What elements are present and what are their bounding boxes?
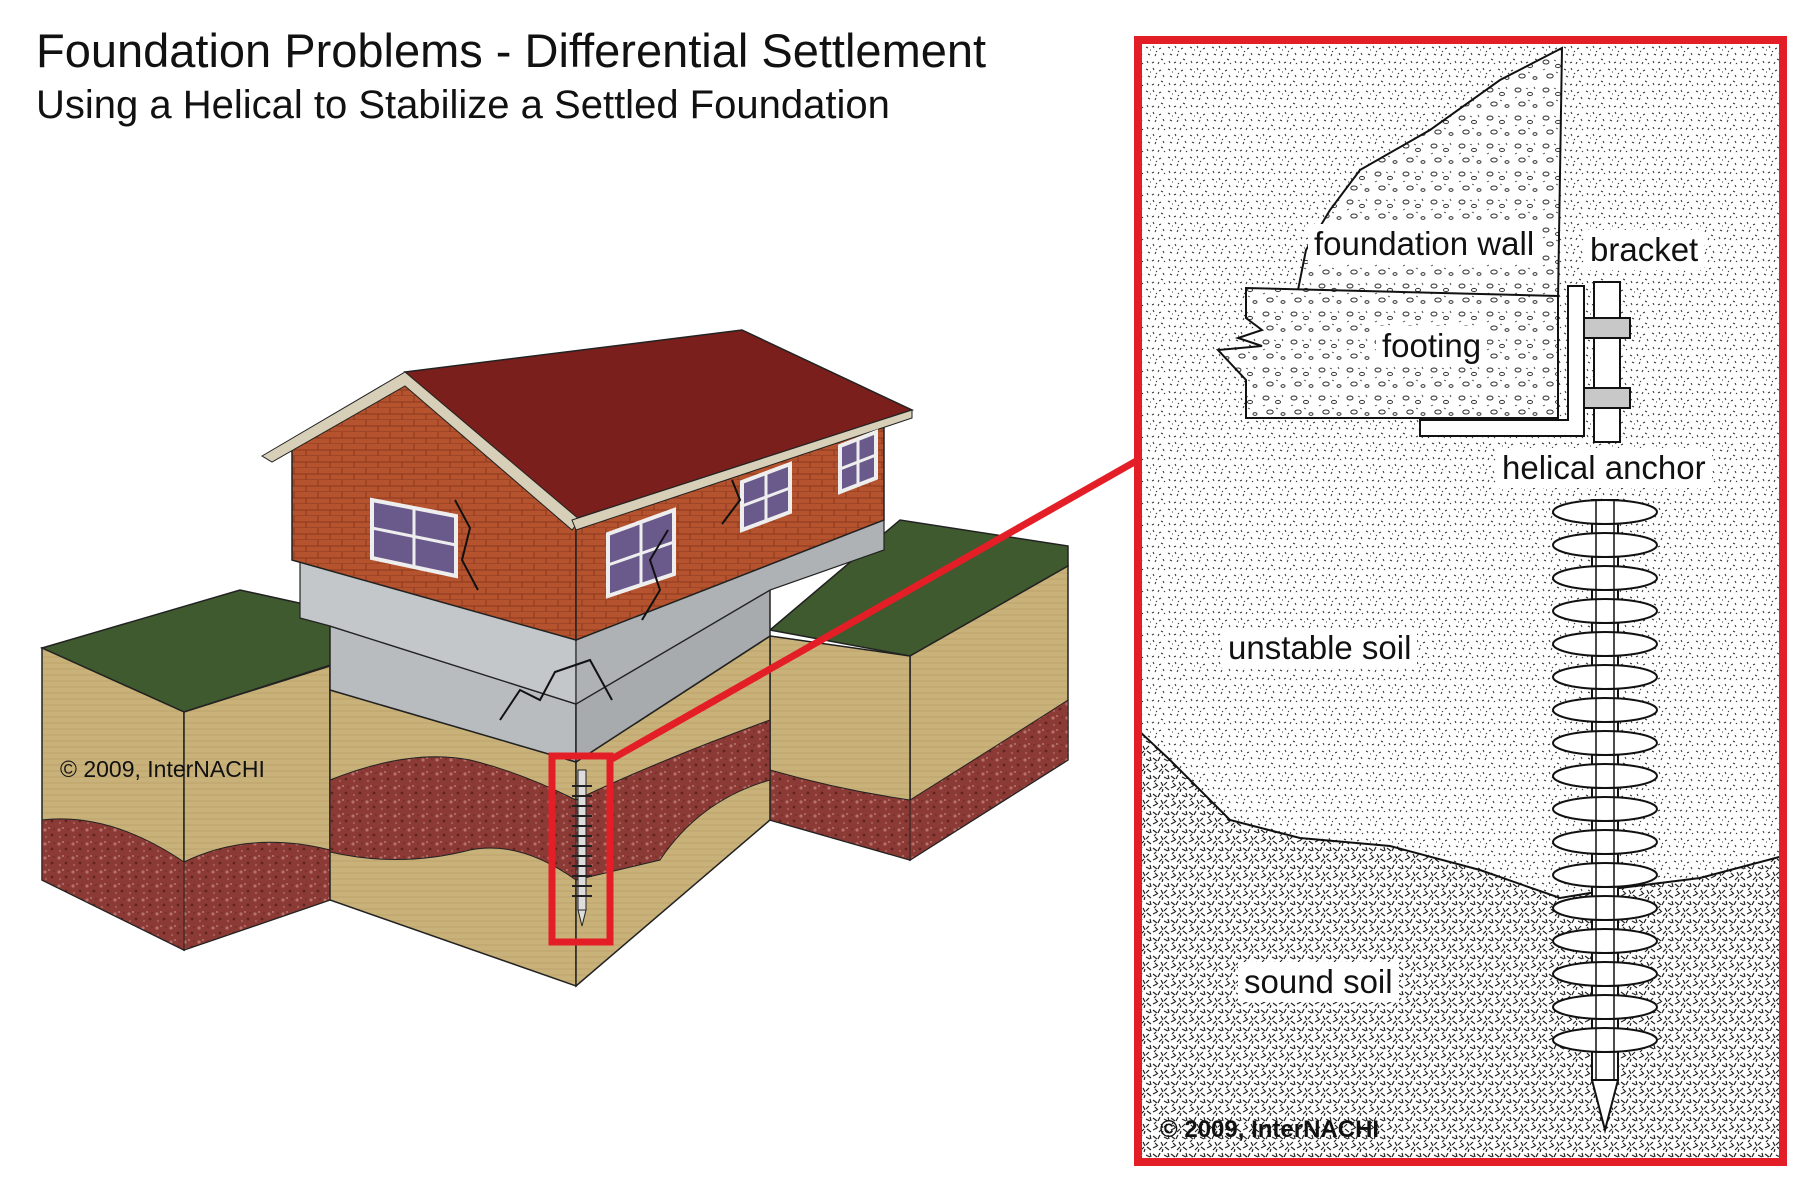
- label-foundation-wall: foundation wall: [1308, 224, 1541, 264]
- detail-frame: [1134, 36, 1787, 1166]
- foundation-crack: [499, 658, 613, 721]
- label-sound-soil: sound soil: [1238, 962, 1399, 1002]
- page-title: Foundation Problems - Differential Settl…: [36, 24, 987, 77]
- right-gravel-side: [909, 699, 1069, 861]
- detail-panel: [1134, 36, 1787, 1166]
- label-footing: footing: [1376, 326, 1488, 366]
- helical-anchor-detail: [1552, 499, 1658, 1134]
- window-side-3: [838, 429, 878, 495]
- wall-crack-1: [454, 499, 479, 591]
- copyright-right: © 2009, InterNACHI: [1160, 1116, 1380, 1143]
- excavation-gravel-side: [575, 719, 771, 881]
- page-subtitle: Using a Helical to Stabilize a Settled F…: [36, 83, 890, 127]
- roof-eave-trim: [571, 409, 913, 531]
- left-gravel-side: [183, 841, 331, 951]
- wall-crack-2: [641, 529, 669, 621]
- window-side-1: [606, 507, 676, 599]
- helical-anchor-small: [572, 769, 592, 927]
- window-side-2: [740, 461, 792, 533]
- leader-line: [608, 456, 1140, 764]
- roof-gable-trim: [261, 371, 581, 531]
- label-helical-anchor: helical anchor: [1496, 448, 1712, 488]
- highlight-box: [548, 752, 614, 946]
- copyright-left: © 2009, InterNACHI: [60, 756, 265, 782]
- label-unstable-soil: unstable soil: [1222, 628, 1418, 668]
- bracket-shape: [1419, 281, 1631, 443]
- label-bracket: bracket: [1584, 230, 1705, 270]
- wall-crack-3: [721, 479, 742, 525]
- house-illustration: [39, 329, 1140, 988]
- window-front: [370, 497, 458, 579]
